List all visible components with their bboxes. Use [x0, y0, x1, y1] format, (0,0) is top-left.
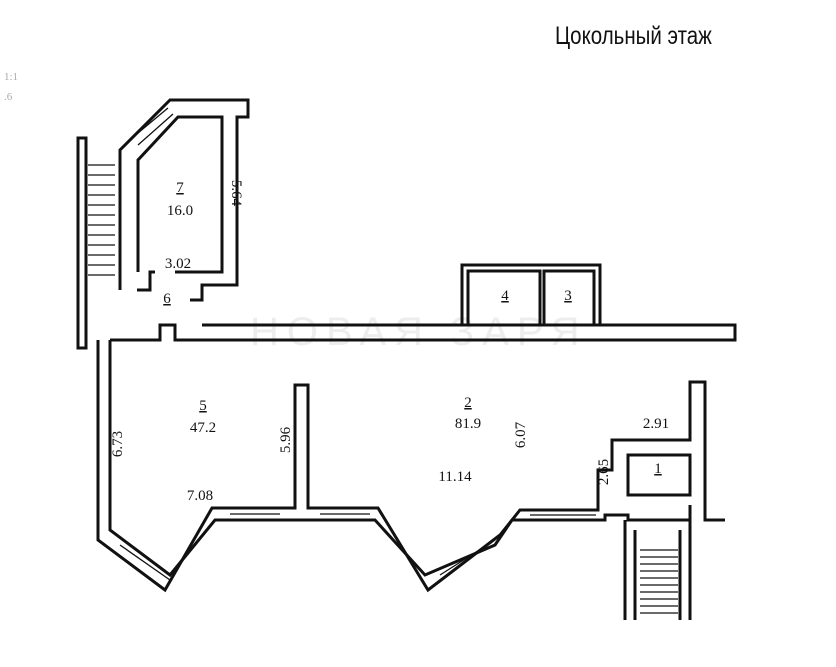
room-2-area: 81.9	[455, 416, 481, 432]
room-7-number: 7	[176, 180, 184, 196]
dim-partition: 5.96	[278, 426, 294, 453]
floor-title: Цокольный этаж	[555, 22, 712, 50]
dim-room2-width: 11.14	[438, 469, 472, 485]
rooms-3-4-walls	[460, 263, 602, 327]
main-walls	[96, 323, 737, 593]
room-5-number: 5	[199, 398, 207, 414]
room-1-number: 1	[654, 461, 662, 477]
room-6-number: 6	[163, 291, 171, 307]
dim-room7-height: 5.64	[228, 180, 244, 207]
dim-room1-width: 2.91	[643, 416, 669, 432]
dim-room5-width: 7.08	[187, 488, 213, 504]
dim-room5-height: 6.73	[110, 431, 126, 457]
corner-mark: .6	[4, 91, 13, 103]
room-4-number: 4	[501, 288, 509, 304]
left-staircase	[76, 136, 115, 350]
dim-room7-width: 3.02	[165, 256, 191, 272]
watermark: НОВАЯ ЗАРЯ	[250, 310, 588, 354]
right-staircase	[623, 520, 692, 620]
corner-mark: 1:1	[4, 71, 18, 83]
dim-room2-height: 6.07	[513, 421, 529, 448]
room-2-number: 2	[464, 395, 472, 411]
dim-room1-height: 2.65	[596, 459, 612, 485]
room-5-area: 47.2	[190, 420, 216, 436]
room-7-walls	[118, 98, 250, 302]
room-3-number: 3	[564, 288, 572, 304]
room-7-area: 16.0	[167, 203, 193, 219]
